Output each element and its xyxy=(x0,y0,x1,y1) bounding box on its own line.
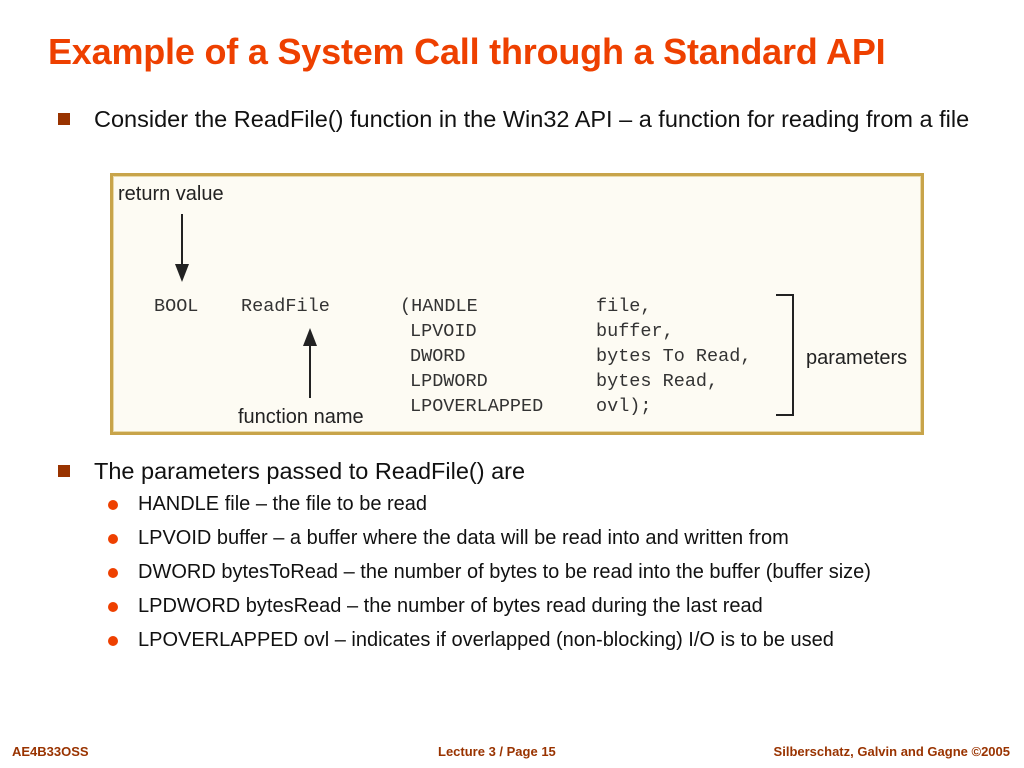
param-type: LPDWORD xyxy=(410,371,488,392)
list-item-text: DWORD bytesToRead – the number of bytes … xyxy=(138,561,871,583)
parameters-bracket xyxy=(776,294,794,416)
round-bullet-icon xyxy=(108,602,118,612)
list-item-text: LPVOID buffer – a buffer where the data … xyxy=(138,527,789,549)
return-value-label: return value xyxy=(118,183,224,205)
bullet-parameters-intro: The parameters passed to ReadFile() are xyxy=(58,456,974,486)
bullet-readfile-intro: Consider the ReadFile() function in the … xyxy=(58,104,974,134)
param-type: LPVOID xyxy=(410,321,477,342)
slide-title: Example of a System Call through a Stand… xyxy=(48,31,886,72)
parameters-label: parameters xyxy=(806,347,908,369)
param-name: file, xyxy=(596,296,652,317)
up-arrow-icon xyxy=(303,328,317,398)
list-item: LPVOID buffer – a buffer where the data … xyxy=(108,525,988,551)
parameter-list: HANDLE file – the file to be read LPVOID… xyxy=(108,491,988,661)
readfile-diagram: return value BOOL ReadFile (HANDLE LPVOI… xyxy=(110,173,924,435)
round-bullet-icon xyxy=(108,636,118,646)
footer-page-number: Lecture 3 / Page 15 xyxy=(438,744,556,759)
list-item: LPDWORD bytesRead – the number of bytes … xyxy=(108,593,988,619)
list-item-text: HANDLE file – the file to be read xyxy=(138,493,428,515)
list-item-text: LPOVERLAPPED ovl – indicates if overlapp… xyxy=(138,629,834,651)
list-item: DWORD bytesToRead – the number of bytes … xyxy=(108,559,988,585)
return-type-text: BOOL xyxy=(154,296,199,317)
round-bullet-icon xyxy=(108,534,118,544)
square-bullet-icon xyxy=(58,113,70,125)
param-type: LPOVERLAPPED xyxy=(410,396,544,417)
list-item: HANDLE file – the file to be read xyxy=(108,491,988,517)
diagram-annotations xyxy=(175,214,794,416)
param-name: bytes Read, xyxy=(596,371,719,392)
function-name-label: function name xyxy=(238,406,364,428)
round-bullet-icon xyxy=(108,568,118,578)
down-arrow-icon xyxy=(175,214,189,282)
bullet-text: The parameters passed to ReadFile() are xyxy=(94,458,526,484)
function-name-text: ReadFile xyxy=(241,296,330,317)
param-name: bytes To Read, xyxy=(596,346,752,367)
footer-copyright: Silberschatz, Galvin and Gagne ©2005 xyxy=(773,744,1010,759)
list-item: LPOVERLAPPED ovl – indicates if overlapp… xyxy=(108,627,988,653)
param-name: buffer, xyxy=(596,321,674,342)
footer-course-code: AE4B33OSS xyxy=(12,744,89,759)
param-name: ovl); xyxy=(596,396,652,417)
param-type: DWORD xyxy=(410,346,466,367)
bullet-text: Consider the ReadFile() function in the … xyxy=(94,106,970,132)
square-bullet-icon xyxy=(58,465,70,477)
list-item-text: LPDWORD bytesRead – the number of bytes … xyxy=(138,595,763,617)
round-bullet-icon xyxy=(108,500,118,510)
param-type: (HANDLE xyxy=(400,296,478,317)
